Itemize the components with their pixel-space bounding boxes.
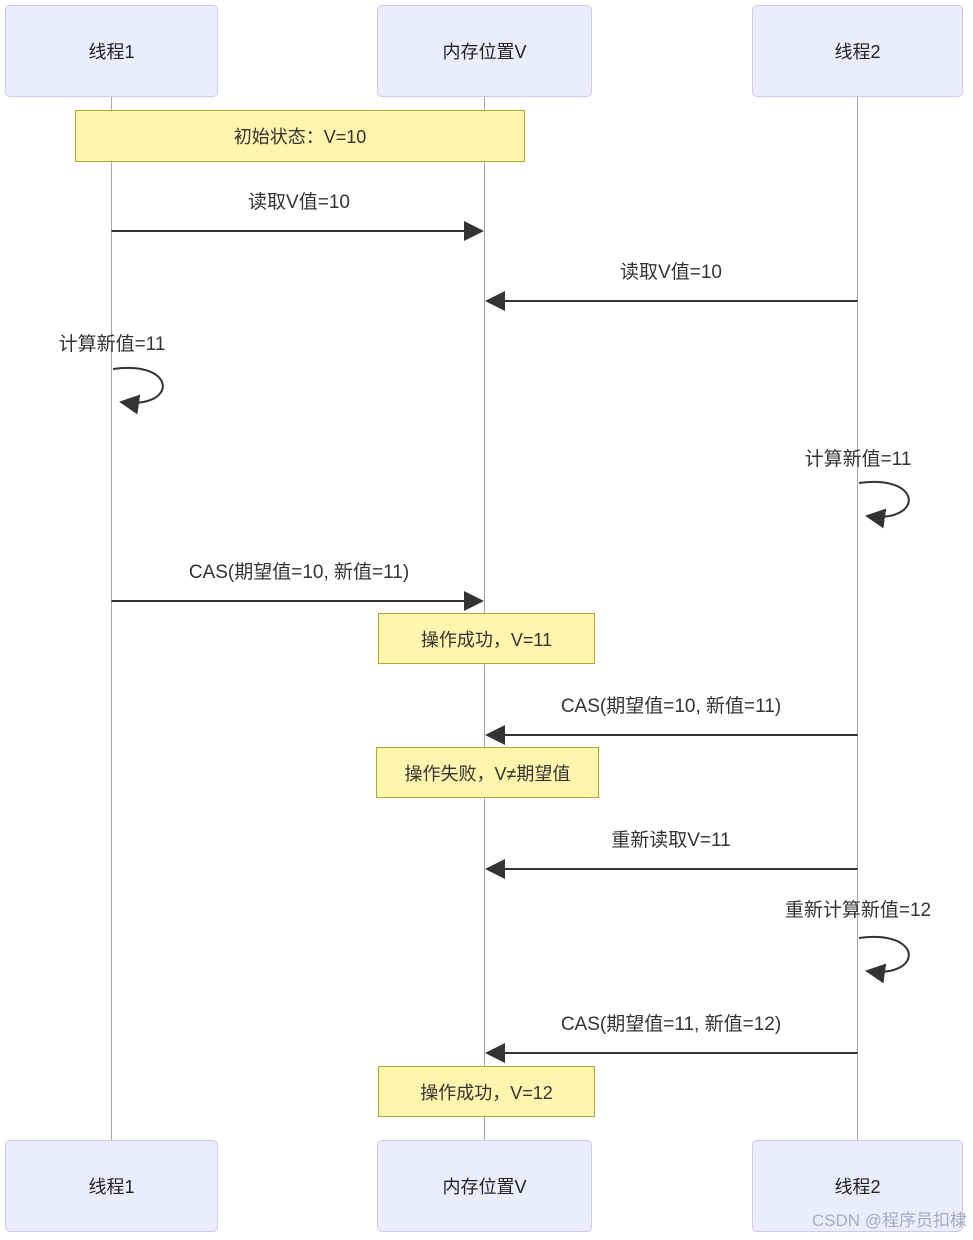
message-label-cas2: CAS(期望值=10, 新值=11) [560, 696, 782, 717]
note-text: 操作成功，V=12 [420, 1082, 553, 1103]
actor-label: 线程2 [834, 42, 881, 62]
message-label-read2: 读取V值=10 [620, 262, 722, 283]
note-cas2-failure: 操作失败，V≠期望值 [376, 747, 599, 798]
actor-label: 内存位置V [442, 42, 527, 62]
message-label-compute1: 计算新值=11 [58, 334, 166, 355]
note-initial-state: 初始状态：V=10 [75, 110, 525, 162]
message-label-cas1: CAS(期望值=10, 新值=11) [188, 562, 410, 583]
note-text: 操作成功，V=11 [420, 629, 553, 650]
actor-memory-bottom: 内存位置V [377, 1140, 592, 1232]
note-text: 操作失败，V≠期望值 [404, 763, 571, 784]
actor-label: 线程2 [834, 1177, 881, 1197]
note-text: 初始状态：V=10 [233, 127, 367, 147]
self-loop-arrow-thread2-recompute [858, 935, 910, 984]
actor-thread2-top: 线程2 [752, 5, 963, 97]
actor-label: 内存位置V [442, 1177, 527, 1197]
message-label-read1: 读取V值=10 [248, 192, 350, 213]
message-label-cas3: CAS(期望值=11, 新值=12) [560, 1014, 782, 1035]
actor-label: 线程1 [88, 1177, 135, 1197]
watermark: CSDN @程序员扣棣 [811, 1211, 967, 1230]
note-cas3-success: 操作成功，V=12 [378, 1066, 595, 1117]
actor-label: 线程1 [88, 42, 135, 62]
actor-thread2-bottom: 线程2 [752, 1140, 963, 1232]
self-loop-arrow-thread2-compute [858, 480, 910, 529]
message-label-reread: 重新读取V=11 [611, 830, 731, 851]
note-cas1-success: 操作成功，V=11 [378, 613, 595, 664]
actor-thread1-top: 线程1 [5, 5, 218, 97]
actor-memory-top: 内存位置V [377, 5, 592, 97]
self-loop-arrow-thread1-compute [112, 366, 164, 415]
actor-thread1-bottom: 线程1 [5, 1140, 218, 1232]
message-label-recompute: 重新计算新值=12 [784, 900, 932, 921]
message-label-compute2: 计算新值=11 [804, 449, 912, 470]
